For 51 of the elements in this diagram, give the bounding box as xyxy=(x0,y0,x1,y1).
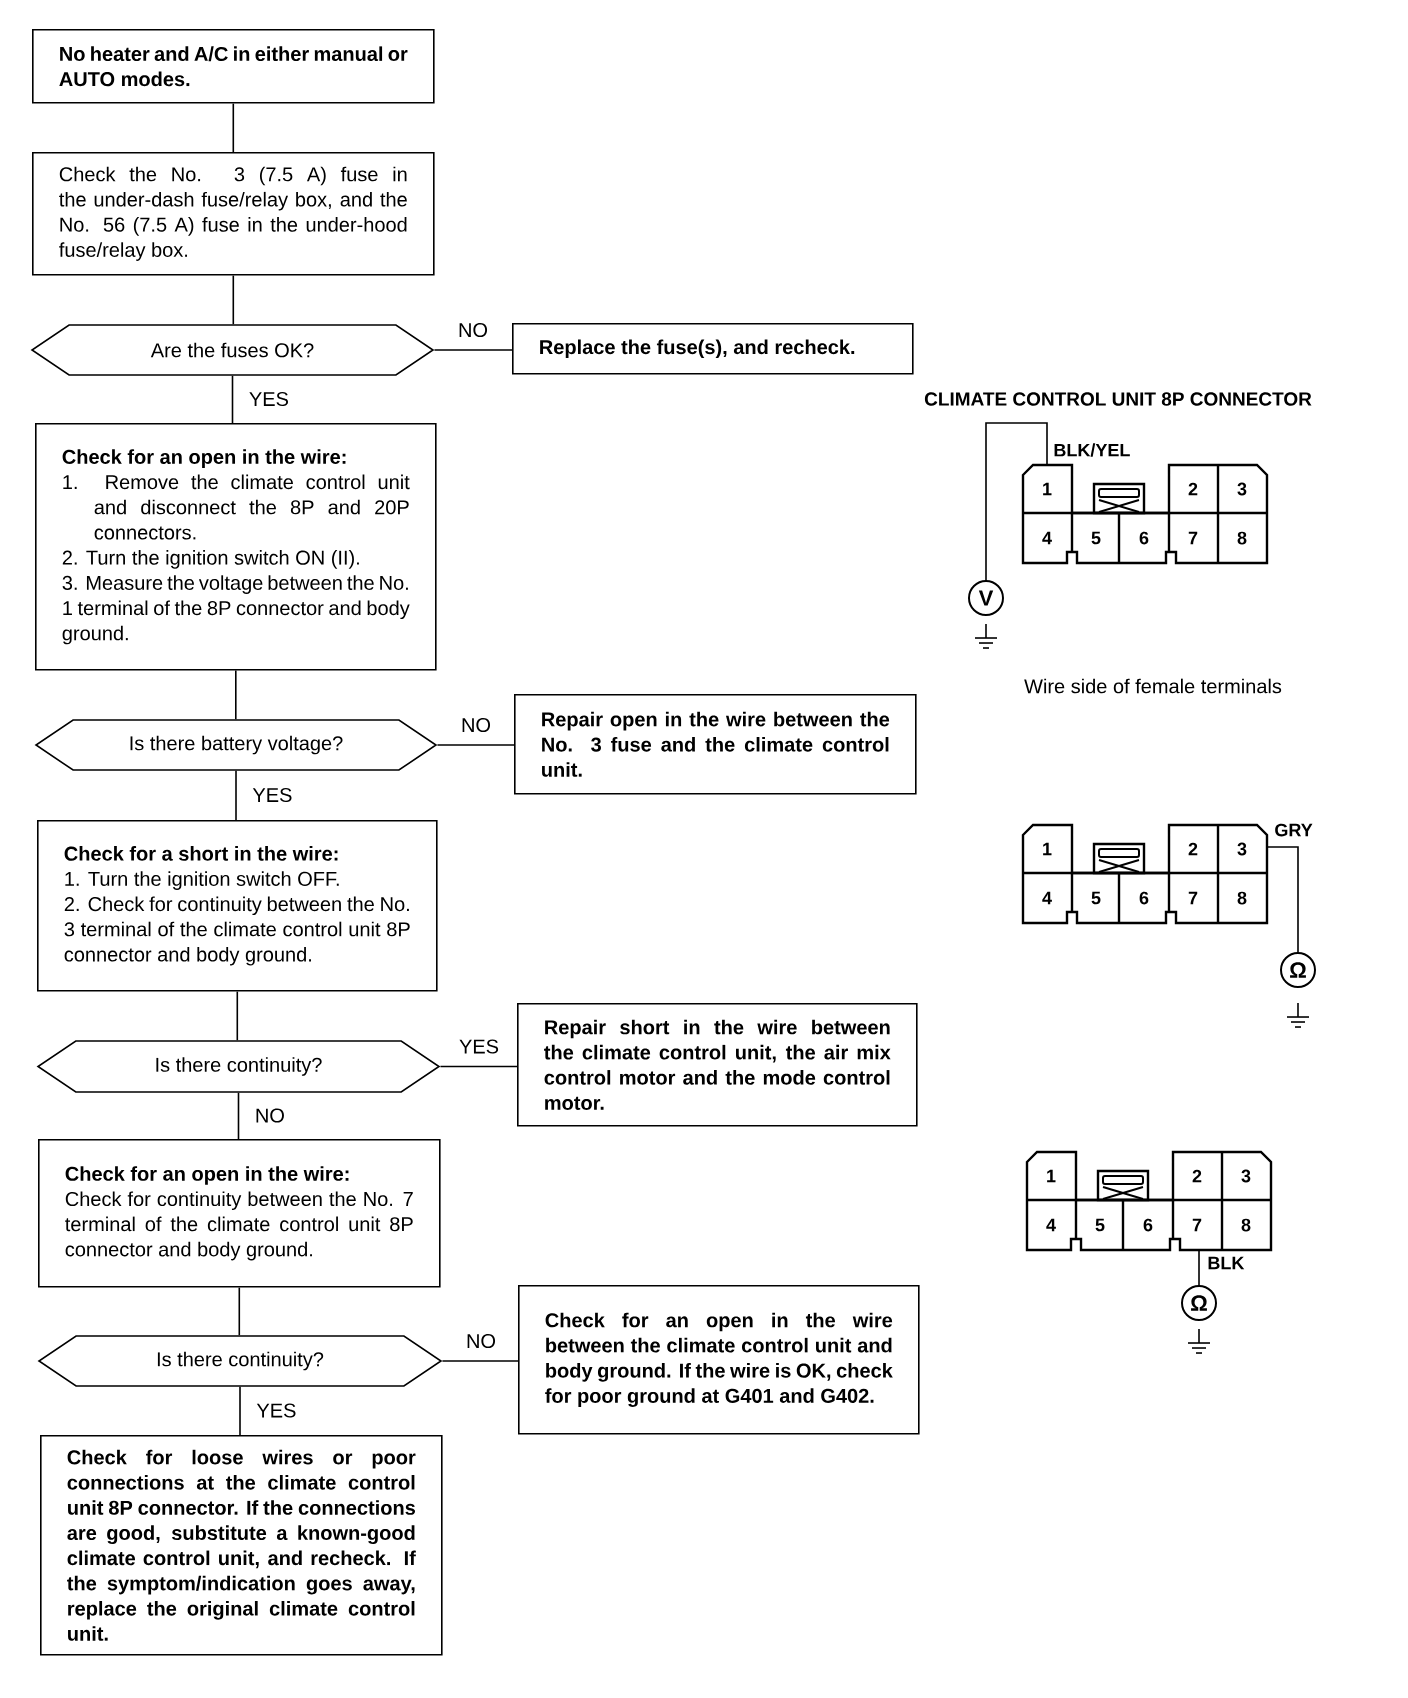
pin-number: 6 xyxy=(1139,531,1149,545)
pin-number: 5 xyxy=(1091,531,1101,545)
wire-color: BLK xyxy=(1208,1256,1245,1270)
process-box: No heater and A/C in either manual or AUTO modes. xyxy=(32,29,435,104)
pin-number: 5 xyxy=(1091,891,1101,905)
pin-number: 1 xyxy=(1043,482,1052,496)
decision-hexagon: Is there battery voltage? xyxy=(34,719,438,771)
decision-hexagon: Are the fuses OK? xyxy=(30,324,435,376)
pin-number: 3 xyxy=(1237,482,1247,496)
pin-number: 4 xyxy=(1046,1218,1056,1232)
process-box: Check for an open in the wire: Check for continuity between the No. 7 terminal of the climate control unit 8P connector and body ground. xyxy=(38,1139,441,1288)
pin-number: 2 xyxy=(1188,482,1198,496)
pin-number: 1 xyxy=(1043,842,1052,856)
pin-number: 1 xyxy=(1047,1169,1056,1183)
edge-label: YES xyxy=(252,787,292,803)
process-box: Check for an open in the wire between the climate control unit and body ground. If the wire is OK, check for poor ground at G401 and G402. xyxy=(518,1285,920,1435)
wire-color: BLK/YEL xyxy=(1054,443,1130,457)
pin-number: 8 xyxy=(1237,531,1247,545)
process-box: Repair short in the wire between the climate control unit, the air mix control motor and the mode control motor. xyxy=(517,1003,918,1127)
edge-label: YES xyxy=(459,1039,499,1054)
pin-number: 2 xyxy=(1192,1169,1202,1183)
pin-number: 8 xyxy=(1237,891,1247,905)
pin-number: 6 xyxy=(1143,1218,1153,1232)
edge-label: YES xyxy=(256,1403,296,1418)
process-box: Check the No. 3 (7.5 A) fuse in the under-dash fuse/relay box, and the No. 56 (7.5 A) fuse in the under-hood fuse/relay box. xyxy=(32,152,435,276)
process-box: Check for an open in the wire: 1. Remove the climate control unit and disconnect the 8P and 20P connectors. 2. Turn the ignition switch ON (II). 3. Measure the voltage between the No. 1 terminal of the 8P connector and body ground. xyxy=(35,423,437,671)
pin-number: 4 xyxy=(1042,891,1052,905)
edge-label: NO xyxy=(256,1108,284,1123)
heading: CLIMATE CONTROL UNIT 8P CONNECTOR xyxy=(924,392,1312,406)
pin-number: 4 xyxy=(1042,531,1052,545)
decision-hexagon: Is there continuity? xyxy=(37,1335,443,1387)
pin-number: 7 xyxy=(1188,891,1198,905)
pin-number: 5 xyxy=(1095,1218,1105,1232)
note: Wire side of female terminals xyxy=(1024,678,1282,694)
edge-label: NO xyxy=(462,717,491,733)
pin-number: 8 xyxy=(1241,1218,1251,1232)
pin-number: 7 xyxy=(1192,1218,1202,1232)
pin-number: 2 xyxy=(1188,842,1198,856)
process-box: Replace the fuse(s), and recheck. xyxy=(512,323,914,375)
decision-hexagon: Is there continuity? xyxy=(36,1040,441,1093)
process-box: Check for loose wires or poor connections at the climate control unit 8P connector. If the connections are good, substitute a known-good climate control unit, and recheck. If the symptom/indication goes away, replace the original climate control unit. xyxy=(40,1435,443,1656)
edge-label: YES xyxy=(249,391,288,407)
pin-number: 6 xyxy=(1139,891,1149,905)
pin-number: 7 xyxy=(1188,531,1198,545)
process-box: Repair open in the wire between the No. 3 fuse and the climate control unit. xyxy=(514,694,917,795)
pin-number: 3 xyxy=(1237,842,1247,856)
process-box: Check for a short in the wire: 1. Turn the ignition switch OFF. 2. Check for continuity between the No. 3 terminal of the climate control unit 8P connector and body ground. xyxy=(37,820,438,992)
pin-number: 3 xyxy=(1241,1169,1251,1183)
edge-label: NO xyxy=(467,1333,496,1349)
wire-color: GRY xyxy=(1275,823,1313,837)
edge-label: NO xyxy=(459,322,488,338)
